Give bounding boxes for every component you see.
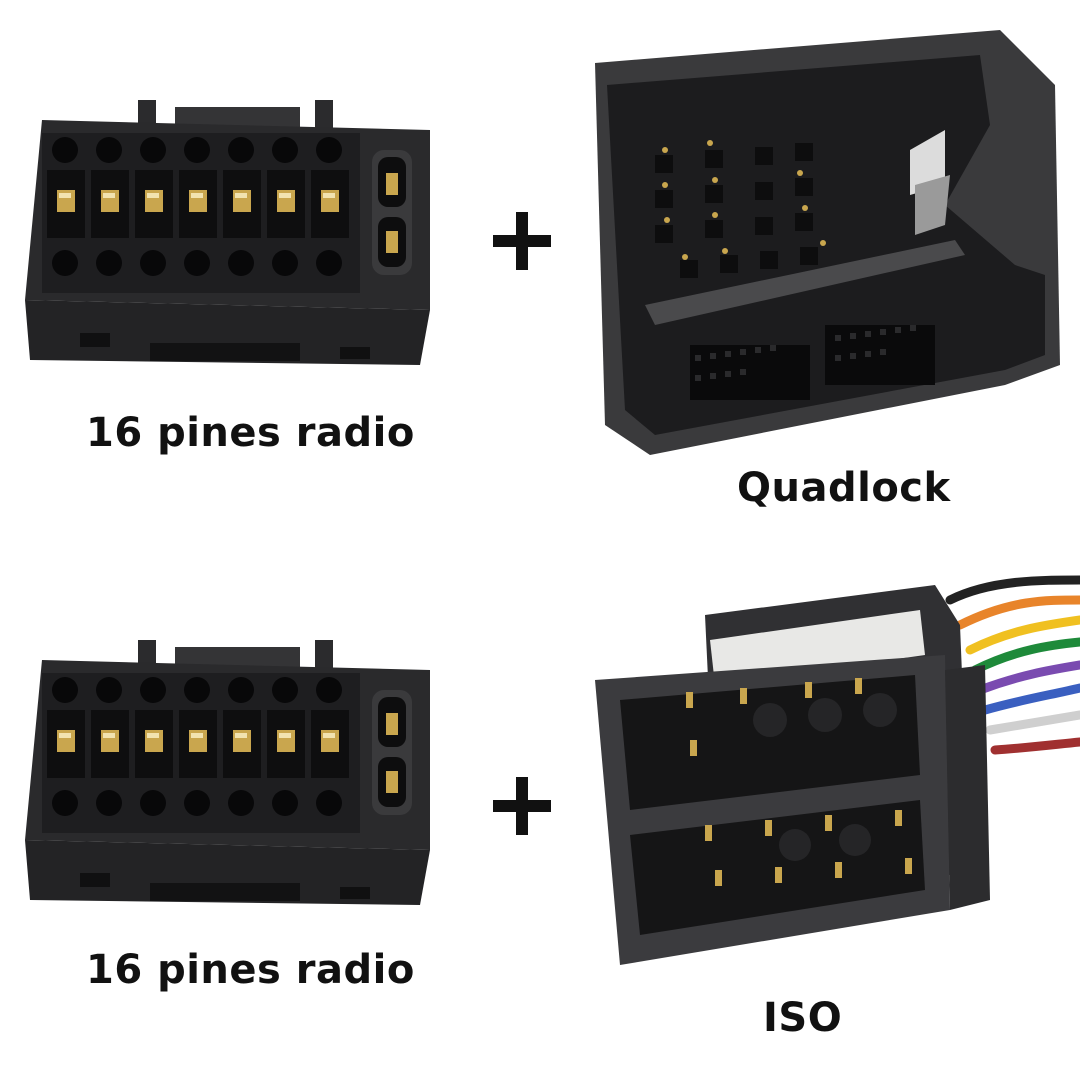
quadlock-label: Quadlock — [737, 465, 951, 511]
radio-label-bottom: 16 pines radio — [86, 947, 415, 993]
quadlock-connector — [585, 25, 1065, 465]
iso-connector — [590, 570, 1080, 970]
iso-label: ISO — [763, 995, 843, 1041]
radio-connector-bottom — [20, 635, 440, 925]
16-pin-radio-connector-icon — [25, 640, 430, 905]
radio-label-top: 16 pines radio — [86, 410, 415, 456]
16-pin-radio-connector-icon — [25, 100, 430, 365]
plus-sign-bottom — [493, 777, 551, 835]
iso-connector-icon — [595, 575, 1080, 965]
radio-connector-top — [20, 95, 440, 385]
plus-sign-top — [493, 212, 551, 270]
quadlock-connector-icon — [595, 30, 1060, 455]
